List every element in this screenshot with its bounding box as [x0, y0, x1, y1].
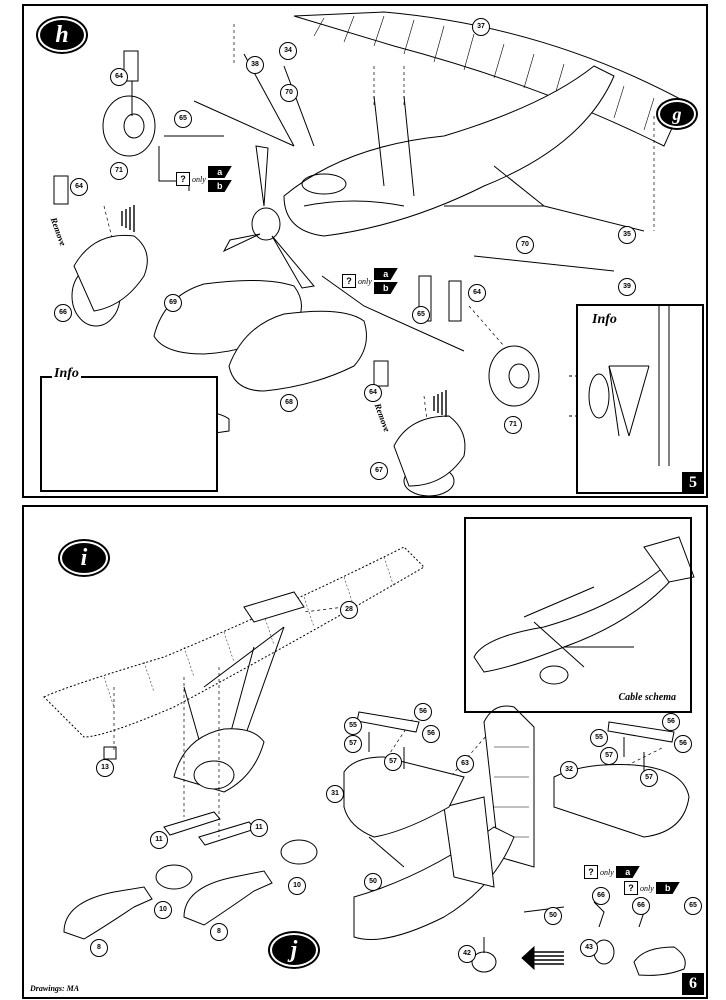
- part-callout: 70: [516, 236, 534, 254]
- variant-selector-1: ? only a b: [176, 166, 232, 192]
- part-callout: 65: [174, 110, 192, 128]
- part-callout: 66: [54, 304, 72, 322]
- part-callout: 38: [246, 56, 264, 74]
- part-callout: 71: [110, 162, 128, 180]
- part-callout: 71: [504, 416, 522, 434]
- question-icon: ?: [176, 172, 190, 186]
- question-icon: ?: [584, 865, 598, 879]
- part-callout: 64: [468, 284, 486, 302]
- variant-selector-2: ? only a b: [342, 268, 398, 294]
- part-callout: 64: [110, 68, 128, 86]
- question-icon: ?: [624, 881, 638, 895]
- flag-b: b: [373, 282, 398, 294]
- part-callout: 32: [560, 761, 578, 779]
- flag-b: b: [655, 882, 680, 894]
- part-callout: 69: [164, 294, 182, 312]
- info-title: Info: [52, 366, 81, 382]
- part-callout: 63: [456, 755, 474, 773]
- part-callout: 67: [370, 462, 388, 480]
- variant-selector-1: ? only a: [584, 865, 640, 879]
- step-i-badge: i: [60, 541, 108, 575]
- flag-b: b: [207, 180, 232, 192]
- part-callout: 11: [150, 831, 168, 849]
- page-number: 5: [682, 472, 704, 494]
- page-number: 6: [682, 973, 704, 995]
- part-callout: 11: [250, 819, 268, 837]
- part-callout: 50: [544, 907, 562, 925]
- instruction-panel-top: h g ? only a b ? only a b Remove Remove …: [22, 4, 708, 498]
- drawing-credit: Drawings: MA: [30, 984, 80, 993]
- part-callout: 66: [592, 887, 610, 905]
- part-callout: 56: [422, 725, 440, 743]
- cable-schema-caption: Cable schema: [618, 692, 676, 703]
- part-callout: 43: [580, 939, 598, 957]
- info-box-side-view: Info: [40, 366, 218, 492]
- part-callout: 8: [210, 923, 228, 941]
- flag-a: a: [373, 268, 398, 280]
- variant-selector-2: ? only b: [624, 881, 680, 895]
- part-callout: 64: [364, 384, 382, 402]
- part-callout: 56: [414, 703, 432, 721]
- part-callout: 70: [280, 84, 298, 102]
- flag-a: a: [615, 866, 640, 878]
- part-callout: 13: [96, 759, 114, 777]
- only-label: only: [600, 867, 614, 877]
- part-callout: 28: [340, 601, 358, 619]
- part-callout: 57: [384, 753, 402, 771]
- version-flags: a b: [207, 166, 232, 192]
- part-callout: 57: [600, 747, 618, 765]
- part-callout: 39: [618, 278, 636, 296]
- question-icon: ?: [342, 274, 356, 288]
- version-flags: a b: [373, 268, 398, 294]
- step-g-badge: g: [658, 100, 696, 128]
- part-callout: 50: [364, 873, 382, 891]
- only-label: only: [640, 883, 654, 893]
- part-callout: 57: [640, 769, 658, 787]
- part-callout: 10: [288, 877, 306, 895]
- part-callout: 8: [90, 939, 108, 957]
- only-label: only: [358, 276, 372, 286]
- part-callout: 65: [684, 897, 702, 915]
- step-h-badge: h: [38, 18, 86, 52]
- part-callout: 35: [618, 226, 636, 244]
- part-callout: 66: [632, 897, 650, 915]
- part-callout: 68: [280, 394, 298, 412]
- part-callout: 56: [662, 713, 680, 731]
- part-callout: 55: [344, 717, 362, 735]
- part-callout: 64: [70, 178, 88, 196]
- part-callout: 55: [590, 729, 608, 747]
- step-j-badge: j: [270, 933, 318, 967]
- part-callout: 65: [412, 306, 430, 324]
- part-callout: 31: [326, 785, 344, 803]
- part-callout: 37: [472, 18, 490, 36]
- part-callout: 56: [674, 735, 692, 753]
- part-callout: 10: [154, 901, 172, 919]
- part-callout: 57: [344, 735, 362, 753]
- only-label: only: [192, 174, 206, 184]
- instruction-panel-bottom: i j Cable schema ? only a ? only b 28 13…: [22, 505, 708, 999]
- part-callout: 42: [458, 945, 476, 963]
- part-callout: 34: [279, 42, 297, 60]
- flag-a: a: [207, 166, 232, 178]
- info-box-strut-detail: Info: [576, 304, 704, 494]
- info-title: Info: [590, 312, 619, 328]
- cable-schema-box: Cable schema: [464, 517, 692, 713]
